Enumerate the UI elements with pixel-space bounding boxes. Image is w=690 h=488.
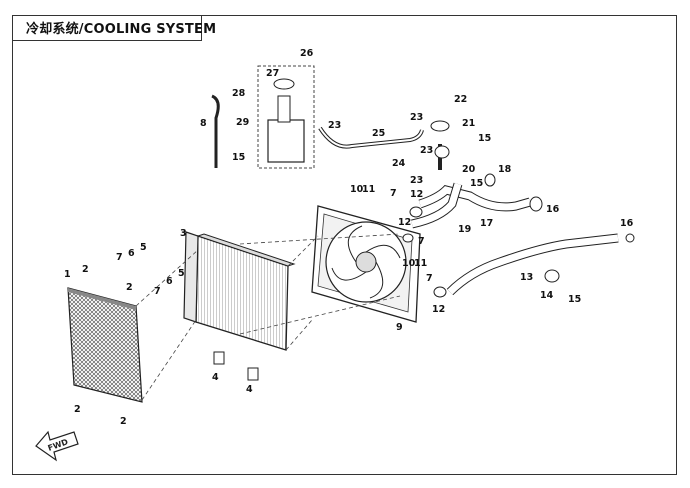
radiator-core <box>183 231 296 381</box>
coolant-hoses <box>318 126 619 296</box>
fan-assembly <box>311 205 421 323</box>
callout-c7b: 7 <box>154 286 161 297</box>
fwd-arrow: FWD <box>35 430 79 462</box>
callout-c15a: 15 <box>232 152 245 163</box>
callout-c2a: 2 <box>82 264 89 275</box>
callout-c10a: 10 <box>350 184 364 195</box>
callout-c7c: 7 <box>390 188 397 199</box>
page-title: 冷却系统/COOLING SYSTEM <box>26 22 217 37</box>
callout-c21: 21 <box>462 118 475 129</box>
callout-c2d: 2 <box>120 416 127 427</box>
diagram-frame <box>12 15 677 475</box>
callout-c14: 14 <box>540 290 554 301</box>
callout-c15b: 15 <box>478 133 491 144</box>
callout-c23a: 23 <box>328 120 341 131</box>
callout-c2b: 2 <box>126 282 133 293</box>
callout-c5a: 5 <box>140 242 147 253</box>
radiator-screen <box>67 287 143 403</box>
callout-c19: 19 <box>458 224 471 235</box>
callout-c5b: 5 <box>178 268 185 279</box>
callout-c11b: 11 <box>414 258 427 269</box>
callout-c7e: 7 <box>426 273 433 284</box>
callout-c7a: 7 <box>116 252 123 263</box>
coolant-reservoir-group <box>211 65 315 169</box>
callout-c6a: 6 <box>128 248 135 259</box>
callout-c25: 25 <box>372 128 385 139</box>
callout-c3: 3 <box>180 228 187 239</box>
callout-c20: 20 <box>462 164 476 175</box>
callout-c18: 18 <box>498 164 512 175</box>
title-box: 冷却系统/COOLING SYSTEM <box>12 15 216 41</box>
callout-c24: 24 <box>392 158 406 169</box>
callout-c11a: 11 <box>362 184 375 195</box>
callout-c22: 22 <box>454 94 467 105</box>
callout-c15c: 15 <box>470 178 483 189</box>
alignment-lines <box>135 233 401 401</box>
callout-c16a: 16 <box>546 204 560 215</box>
callout-c4b: 4 <box>246 384 253 395</box>
callout-c2c: 2 <box>74 404 81 415</box>
callout-c17: 17 <box>480 218 493 229</box>
callout-c10b: 10 <box>402 258 416 269</box>
callout-c1: 1 <box>64 269 71 280</box>
callout-c12b: 12 <box>398 217 411 228</box>
callout-c8: 8 <box>200 118 207 129</box>
callout-c12c: 12 <box>432 304 445 315</box>
callout-c15d: 15 <box>568 294 581 305</box>
callout-c16b: 16 <box>620 218 634 229</box>
callout-c23d: 23 <box>410 175 423 186</box>
callout-c23b: 23 <box>410 112 423 123</box>
callout-c6b: 6 <box>166 276 173 287</box>
small-parts <box>402 120 635 298</box>
callout-c27: 27 <box>266 68 279 79</box>
callout-c7d: 7 <box>418 236 425 247</box>
callout-c4a: 4 <box>212 372 219 383</box>
callout-c12a: 12 <box>410 189 423 200</box>
callout-c28: 28 <box>232 88 246 99</box>
callout-c13: 13 <box>520 272 533 283</box>
callout-c29: 29 <box>236 117 249 128</box>
callout-c9: 9 <box>396 322 403 333</box>
callout-c23c: 23 <box>420 145 433 156</box>
callout-c26: 26 <box>300 48 314 59</box>
